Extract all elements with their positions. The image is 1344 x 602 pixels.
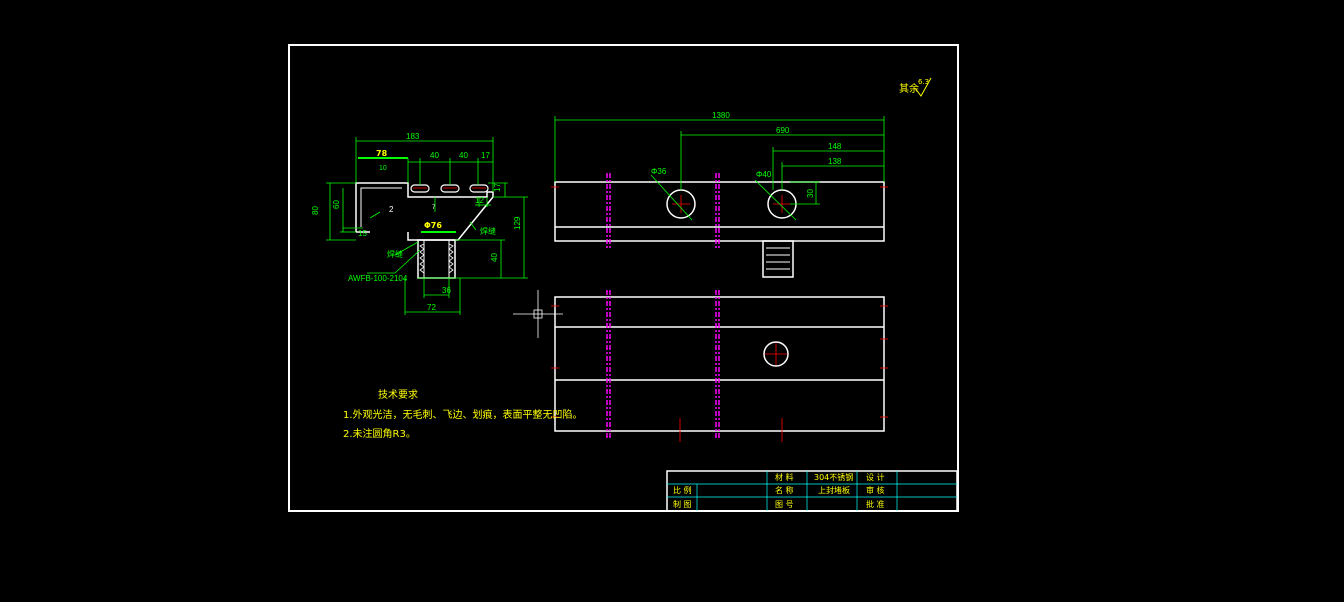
dim-slot-vertical: 7 xyxy=(432,205,436,211)
tb-material-value: 304不锈钢 xyxy=(814,472,853,482)
dim-tube-outer: 72 xyxy=(427,303,436,312)
top-view xyxy=(551,290,888,442)
dim-overall-width: 183 xyxy=(406,132,420,141)
label-part-code: AWFB-100-2104 xyxy=(348,274,408,283)
roughness-value: 6.3 xyxy=(918,78,929,86)
front-tube xyxy=(762,240,794,278)
front-view: 1380 690 148 138 30 Φ36 Φ40 xyxy=(551,111,888,278)
dim-138: 138 xyxy=(828,157,842,166)
dim-gap: 2 xyxy=(389,205,394,214)
notes-item-2: 2.未注圆角R3。 xyxy=(343,427,416,440)
crosshair-cursor-icon xyxy=(513,290,563,338)
tb-approve-label: 批 准 xyxy=(866,499,885,509)
notes-item-1: 1.外观光洁，无毛刺、飞边、划痕，表面平整无凹陷。 xyxy=(343,408,583,421)
notes-title: 技术要求 xyxy=(378,388,418,401)
top-hole xyxy=(763,341,789,367)
tb-name-label: 名 称 xyxy=(775,485,794,495)
roughness-symbol: 其余 6.3 xyxy=(899,77,932,97)
dim-pitch-1: 40 xyxy=(430,151,439,160)
dim-height-inner: 60 xyxy=(332,200,341,209)
dim-bottom-left: 15 xyxy=(358,229,367,238)
dim-length: 1380 xyxy=(712,111,730,120)
dim-hole-left: Φ36 xyxy=(651,167,667,176)
dim-30: 30 xyxy=(806,189,815,198)
tb-drawing-no-label: 图 号 xyxy=(775,500,794,509)
tb-scale-label: 比 例 xyxy=(673,485,692,495)
tb-name-value: 上封堵板 xyxy=(818,485,850,495)
tb-review-label: 审 核 xyxy=(866,485,885,495)
dim-right-edge: 17 xyxy=(481,151,490,160)
tb-material-label: 材 料 xyxy=(775,472,794,482)
dim-tube-inner: 36 xyxy=(442,286,451,295)
tb-drafter-label: 制 图 xyxy=(673,499,692,509)
drawing-border xyxy=(288,44,959,512)
title-block: 材 料 304不锈钢 名 称 上封堵板 图 号 比 例 制 图 设 计 审 核 … xyxy=(666,470,958,512)
dim-total-height: 129 xyxy=(513,216,522,230)
dim-half: 690 xyxy=(776,126,790,135)
label-weld-left: 焊缝 xyxy=(387,249,403,259)
dim-top-left: 78 xyxy=(376,149,388,158)
dim-top-small: 10 xyxy=(379,165,387,172)
dim-height-outer: 80 xyxy=(311,206,320,215)
slot-2 xyxy=(440,184,460,193)
roughness-label: 其余 xyxy=(899,82,919,95)
dim-148: 148 xyxy=(828,142,842,151)
dim-slot-width: 12 xyxy=(475,196,484,205)
dim-tube-height: 40 xyxy=(490,253,499,262)
technical-notes: 技术要求 1.外观光洁，无毛刺、飞边、划痕，表面平整无凹陷。 2.未注圆角R3。 xyxy=(343,388,583,440)
tb-design-label: 设 计 xyxy=(866,472,885,482)
slot-3 xyxy=(469,184,489,193)
dim-hole-right: Φ40 xyxy=(756,170,772,179)
dim-pitch-2: 40 xyxy=(459,151,468,160)
dim-right-small: 17 xyxy=(493,183,502,192)
dim-tube-label: Φ76 xyxy=(424,221,442,230)
label-weld-right: 焊缝 xyxy=(480,226,496,236)
section-view: 183 78 10 40 40 17 80 60 15 2 7 12 17 12… xyxy=(311,132,528,315)
slot-1 xyxy=(410,184,430,193)
